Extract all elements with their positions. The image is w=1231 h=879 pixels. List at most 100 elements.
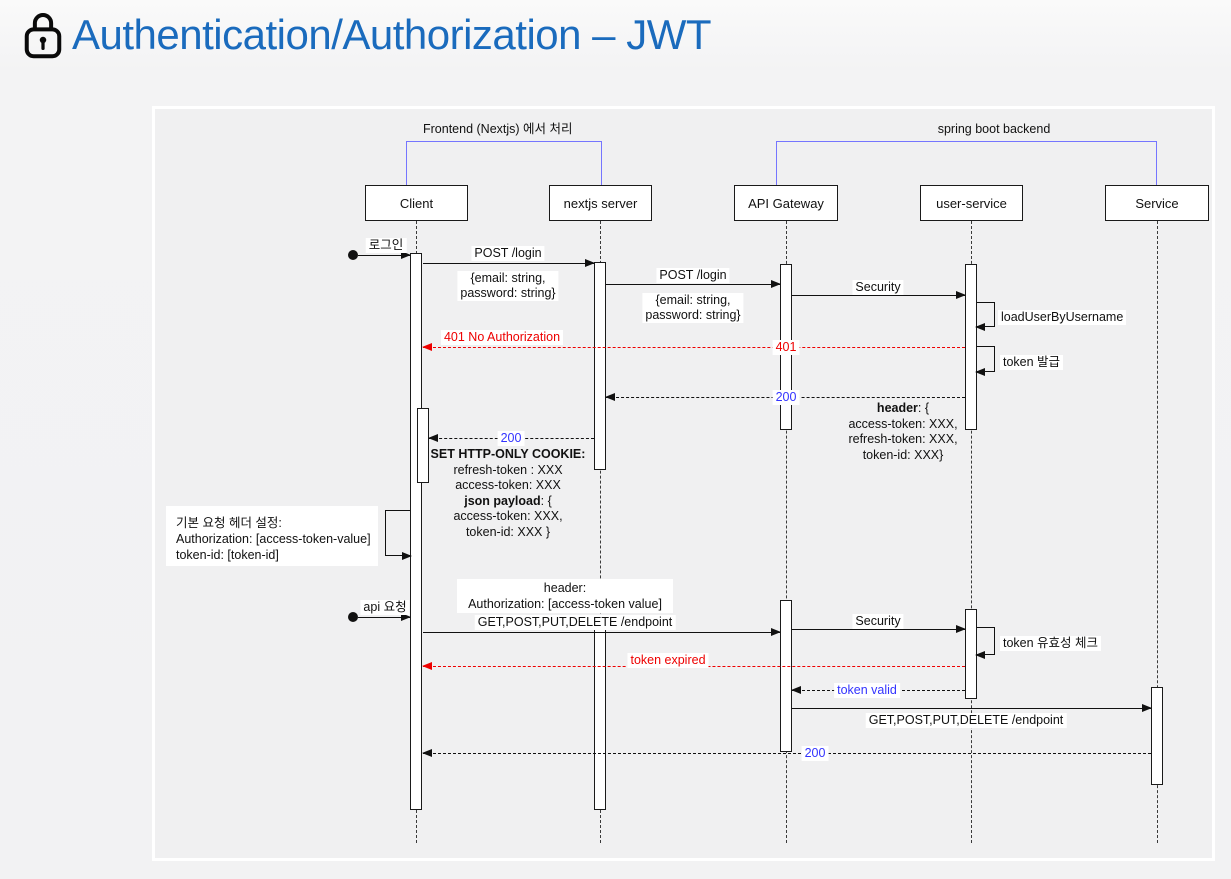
cookie-note-line: access-token: XXX xyxy=(455,478,561,492)
endpoint-call-2-arrow xyxy=(792,704,1152,712)
post-login-label-1: POST /login xyxy=(471,246,545,261)
api-request-start-dot xyxy=(348,612,358,622)
header-note-open: : { xyxy=(917,401,930,415)
lock-icon xyxy=(20,10,66,60)
token-check-label: token 유효성 체크 xyxy=(1000,636,1102,651)
arrowhead-icon xyxy=(975,323,985,332)
default-header-line: Authorization: [access-token-value] xyxy=(176,532,371,546)
unauthorized-arrow xyxy=(422,343,965,351)
arrowhead-icon xyxy=(975,651,985,660)
group-backend-bracket xyxy=(776,141,1157,185)
page-title: Authentication/Authorization – JWT xyxy=(72,11,712,58)
post-login-label-2: POST /login xyxy=(656,268,730,283)
header-note-line: refresh-token: XXX, xyxy=(848,432,958,446)
actor-gateway-label: API Gateway xyxy=(748,195,824,211)
request-header-note: header: Authorization: [access-token val… xyxy=(457,579,673,613)
activation-service xyxy=(1151,687,1163,785)
activation-client xyxy=(410,253,422,810)
token-issue-self-call xyxy=(975,346,995,377)
request-header-line: Authorization: [access-token value] xyxy=(468,597,662,611)
post-login-body-2: {email: string, password: string} xyxy=(642,293,744,323)
post-login-arrow-2 xyxy=(606,280,781,288)
api-request-arrow xyxy=(358,613,411,621)
arrowhead-icon xyxy=(956,291,966,299)
arrowhead-icon xyxy=(401,251,411,259)
load-user-self-call xyxy=(975,302,995,332)
default-header-note: 기본 요청 헤더 설정: Authorization: [access-toke… xyxy=(166,506,378,566)
lifeline-nextjs xyxy=(600,221,601,843)
lifeline-service xyxy=(1157,221,1158,843)
token-issue-label: token 발급 xyxy=(1000,355,1064,370)
token-valid-label: token valid xyxy=(834,683,900,698)
arrowhead-icon xyxy=(791,686,801,694)
activation-nextjs-2 xyxy=(594,620,606,810)
arrowhead-icon xyxy=(402,552,412,561)
arrowhead-icon xyxy=(422,662,432,670)
diagram-panel xyxy=(152,106,1215,861)
unauthorized-label: 401 No Authorization xyxy=(440,330,564,345)
arrowhead-icon xyxy=(1142,704,1152,712)
api-trigger-label: api 요청 xyxy=(360,600,410,615)
actor-client-label: Client xyxy=(399,195,434,211)
activation-user-service-1 xyxy=(965,264,977,430)
resp-200-label-b: 200 xyxy=(497,431,525,446)
header-note-line: header: { xyxy=(848,401,957,417)
arrowhead-icon xyxy=(975,368,985,377)
security-arrow-2 xyxy=(792,625,966,633)
header-note: header: { access-token: XXX, refresh-tok… xyxy=(848,401,957,463)
default-header-line: 기본 요청 헤더 설정: xyxy=(176,516,282,530)
endpoint-call-arrow xyxy=(423,628,781,636)
actor-user-service: user-service xyxy=(920,185,1023,221)
cookie-note-line: SET HTTP-ONLY COOKIE: xyxy=(431,447,586,463)
token-check-self-call xyxy=(975,627,995,660)
group-frontend-bracket xyxy=(406,141,602,185)
actor-nextjs: nextjs server xyxy=(549,185,652,221)
post-login-arrow-1 xyxy=(423,259,595,267)
group-frontend-label: Frontend (Nextjs) 에서 처리 xyxy=(423,122,573,136)
group-backend-label: spring boot backend xyxy=(937,122,1051,136)
request-header-line: header: xyxy=(543,581,587,595)
activation-nextjs-1 xyxy=(594,262,606,470)
unauthorized-code-label: 401 xyxy=(772,340,800,355)
cookie-note-json-open: : { xyxy=(540,493,552,508)
cookie-note-json-bold: json payload xyxy=(464,493,541,508)
security-arrow-1 xyxy=(792,291,966,299)
token-expired-label: token expired xyxy=(627,653,709,668)
actor-user-service-label: user-service xyxy=(936,195,1007,211)
body-line: {email: string, xyxy=(470,271,546,285)
header-note-line: token-id: XXX} xyxy=(862,447,944,462)
resp-200-label-c: 200 xyxy=(801,746,829,761)
endpoint-call-2-label: GET,POST,PUT,DELETE /endpoint xyxy=(865,713,1067,728)
arrowhead-icon xyxy=(605,393,615,401)
arrowhead-icon xyxy=(771,280,781,288)
actor-service-label: Service xyxy=(1135,195,1179,211)
login-arrow xyxy=(358,251,411,259)
activation-client-nested xyxy=(417,408,429,483)
resp-200-label-a: 200 xyxy=(772,390,800,405)
actor-client: Client xyxy=(365,185,468,221)
security-label-2: Security xyxy=(852,614,904,629)
cookie-note-line: access-token: XXX, xyxy=(453,509,563,523)
arrowhead-icon xyxy=(422,749,432,757)
default-header-line: token-id: [token-id] xyxy=(176,548,279,562)
body-line: {email: string, xyxy=(655,293,731,307)
actor-service: Service xyxy=(1105,185,1209,221)
load-user-label: loadUserByUsername xyxy=(998,310,1127,325)
cookie-note-line: json payload: { xyxy=(431,494,586,510)
arrowhead-icon xyxy=(585,259,595,267)
lifeline-user-service xyxy=(971,221,972,843)
arrowhead-icon xyxy=(422,343,432,351)
actor-gateway: API Gateway xyxy=(734,185,838,221)
endpoint-call-label: GET,POST,PUT,DELETE /endpoint xyxy=(474,615,676,630)
cookie-note-title: SET HTTP-ONLY COOKIE: xyxy=(430,447,586,461)
arrowhead-icon xyxy=(771,628,781,636)
login-trigger-label: 로그인 xyxy=(365,238,407,253)
resp-200-arrow-c xyxy=(422,749,1151,757)
login-start-dot xyxy=(348,250,358,260)
actor-nextjs-label: nextjs server xyxy=(563,195,638,211)
security-label-1: Security xyxy=(852,280,904,295)
post-login-body-1: {email: string, password: string} xyxy=(457,271,559,301)
body-line: password: string} xyxy=(645,308,741,322)
arrowhead-icon xyxy=(428,434,438,442)
